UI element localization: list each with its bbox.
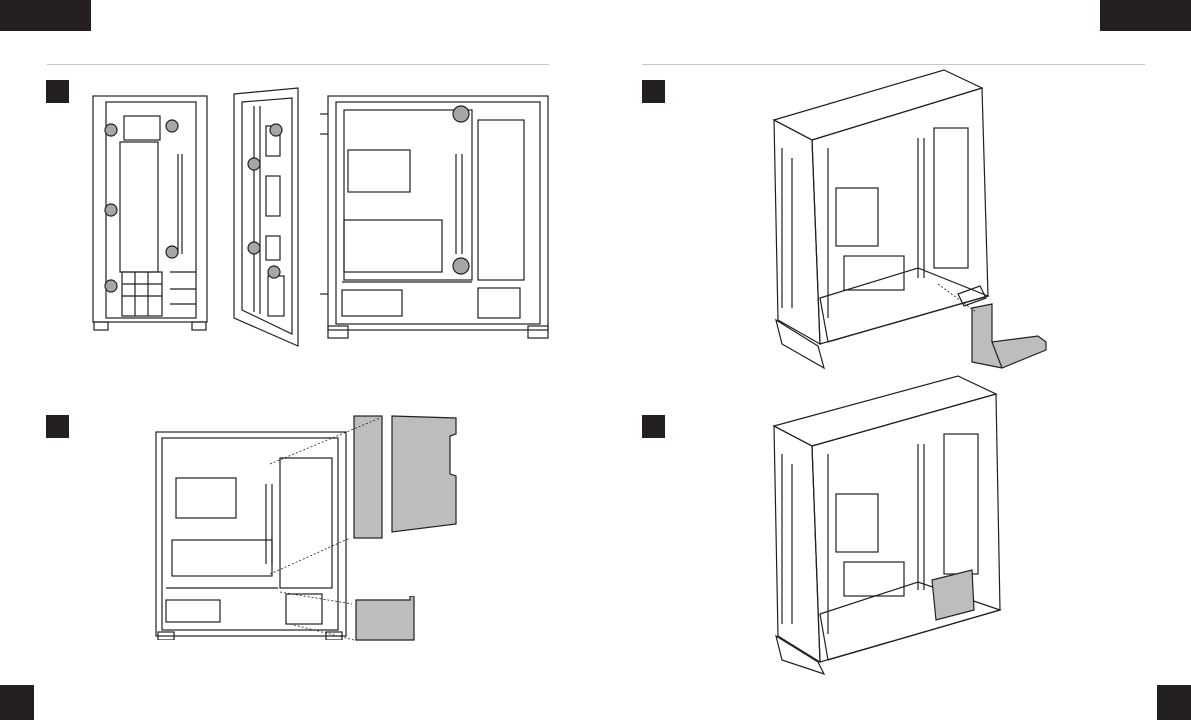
section-tab-top	[0, 0, 91, 31]
figure-case-rear	[90, 94, 210, 334]
screw-highlight-icon	[105, 120, 178, 292]
step-marker-2	[46, 415, 69, 438]
leader-lines	[260, 414, 440, 644]
page-corner-tab	[0, 685, 34, 720]
step-marker-3	[642, 80, 665, 103]
header-rule	[47, 64, 549, 65]
leader-lines	[936, 282, 986, 322]
section-tab-top	[1100, 0, 1191, 31]
screw-highlight-icon	[248, 124, 282, 278]
figure-case-isometric-installed	[768, 374, 1008, 676]
figure-case-interior-screws	[320, 94, 550, 342]
header-rule	[642, 64, 1145, 65]
page-corner-tab	[1157, 685, 1191, 720]
right-page	[596, 0, 1191, 720]
step-marker-1	[46, 80, 69, 103]
figure-side-door	[232, 86, 302, 348]
step-marker-4	[642, 415, 665, 438]
left-page	[0, 0, 595, 720]
